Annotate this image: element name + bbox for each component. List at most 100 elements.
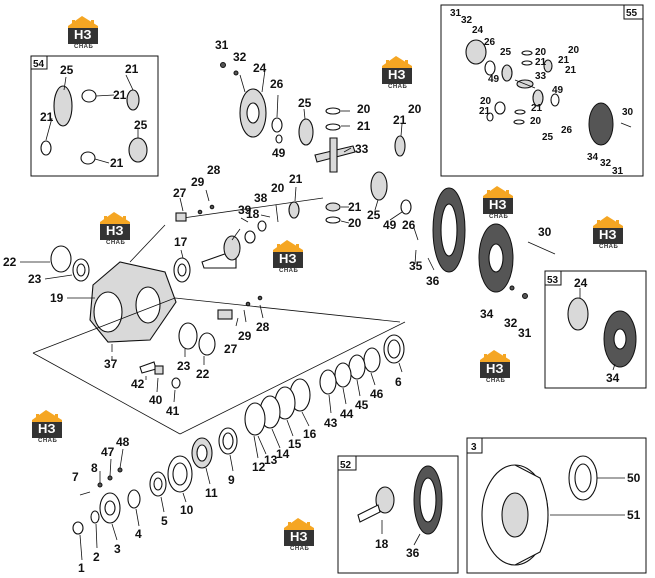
svg-text:32: 32 xyxy=(233,50,247,64)
svg-text:25: 25 xyxy=(367,208,381,222)
svg-text:20: 20 xyxy=(348,216,362,230)
svg-text:22: 22 xyxy=(196,367,210,381)
svg-text:28: 28 xyxy=(207,163,221,177)
svg-text:41: 41 xyxy=(166,404,180,418)
svg-text:28: 28 xyxy=(256,320,270,334)
svg-text:НЗ: НЗ xyxy=(599,227,617,242)
svg-text:50: 50 xyxy=(627,471,641,485)
svg-text:31: 31 xyxy=(612,166,624,177)
svg-text:52: 52 xyxy=(340,460,352,471)
svg-text:25: 25 xyxy=(134,118,148,132)
logo-left-housing: НЗ СНАБ xyxy=(100,212,130,246)
logo-right-lower: НЗ СНАБ xyxy=(480,350,510,384)
housing-pinion-group: 27 29 28 38 39 18 20 17 22 23 19 23 22 2… xyxy=(3,163,285,418)
svg-text:21: 21 xyxy=(565,65,577,76)
svg-text:16: 16 xyxy=(303,427,317,441)
svg-text:1: 1 xyxy=(78,561,85,575)
svg-text:27: 27 xyxy=(173,186,187,200)
svg-text:26: 26 xyxy=(402,218,416,232)
svg-text:42: 42 xyxy=(131,377,145,391)
svg-text:23: 23 xyxy=(177,359,191,373)
logo-top-left: НЗ СНАБ xyxy=(68,16,98,50)
svg-text:21: 21 xyxy=(357,119,371,133)
svg-text:34: 34 xyxy=(480,307,494,321)
svg-text:31: 31 xyxy=(450,8,462,19)
svg-text:49: 49 xyxy=(488,74,500,85)
svg-text:21: 21 xyxy=(479,106,491,117)
svg-text:26: 26 xyxy=(484,37,496,48)
svg-text:НЗ: НЗ xyxy=(38,421,56,436)
svg-text:СНАБ: СНАБ xyxy=(290,546,309,552)
logo-center: НЗ СНАБ xyxy=(273,240,303,274)
svg-text:11: 11 xyxy=(205,486,218,500)
svg-text:25: 25 xyxy=(500,47,512,58)
inset-53: 53 24 34 xyxy=(544,270,647,389)
svg-text:СНАБ: СНАБ xyxy=(599,244,618,250)
svg-text:25: 25 xyxy=(542,132,554,143)
svg-text:18: 18 xyxy=(375,537,389,551)
svg-text:20: 20 xyxy=(530,116,542,127)
svg-text:23: 23 xyxy=(28,272,42,286)
svg-text:СНАБ: СНАБ xyxy=(489,214,508,220)
svg-text:20: 20 xyxy=(480,96,492,107)
svg-text:48: 48 xyxy=(116,435,130,449)
svg-text:29: 29 xyxy=(238,329,252,343)
svg-text:24: 24 xyxy=(253,61,267,75)
svg-text:13: 13 xyxy=(264,453,278,467)
svg-text:5: 5 xyxy=(161,514,168,528)
svg-text:21: 21 xyxy=(113,88,127,102)
svg-text:НЗ: НЗ xyxy=(388,67,406,82)
svg-text:21: 21 xyxy=(393,113,407,127)
svg-text:НЗ: НЗ xyxy=(486,361,504,376)
svg-text:34: 34 xyxy=(606,371,620,385)
svg-text:47: 47 xyxy=(101,445,115,459)
svg-text:СНАБ: СНАБ xyxy=(38,438,57,444)
svg-text:45: 45 xyxy=(355,398,369,412)
svg-text:32: 32 xyxy=(600,158,612,169)
differential-case-group: 31 32 24 26 25 20 21 20 21 49 33 21 21 2… xyxy=(182,38,556,340)
svg-text:СНАБ: СНАБ xyxy=(279,268,298,274)
svg-text:НЗ: НЗ xyxy=(489,197,507,212)
svg-text:51: 51 xyxy=(627,508,641,522)
svg-text:31: 31 xyxy=(518,326,532,340)
svg-text:33: 33 xyxy=(355,142,369,156)
svg-text:20: 20 xyxy=(568,45,580,56)
svg-text:9: 9 xyxy=(228,473,235,487)
svg-text:7: 7 xyxy=(72,470,79,484)
svg-text:2: 2 xyxy=(93,550,100,564)
svg-text:32: 32 xyxy=(461,15,473,26)
svg-text:30: 30 xyxy=(538,225,552,239)
svg-text:21: 21 xyxy=(558,55,570,66)
svg-text:26: 26 xyxy=(561,125,573,136)
inset-3: 3 50 51 xyxy=(466,437,647,574)
svg-text:20: 20 xyxy=(408,102,422,116)
svg-text:НЗ: НЗ xyxy=(74,27,92,42)
svg-text:НЗ: НЗ xyxy=(106,223,124,238)
svg-text:46: 46 xyxy=(370,387,384,401)
svg-text:СНАБ: СНАБ xyxy=(106,240,125,246)
svg-text:53: 53 xyxy=(547,275,559,286)
svg-text:3: 3 xyxy=(471,442,477,453)
svg-text:25: 25 xyxy=(298,96,312,110)
svg-text:26: 26 xyxy=(270,77,284,91)
svg-text:21: 21 xyxy=(125,62,139,76)
svg-text:29: 29 xyxy=(191,175,205,189)
svg-text:21: 21 xyxy=(531,103,543,114)
svg-text:55: 55 xyxy=(626,8,638,19)
svg-text:14: 14 xyxy=(276,447,290,461)
svg-text:40: 40 xyxy=(149,393,163,407)
svg-text:21: 21 xyxy=(110,156,124,170)
svg-text:4: 4 xyxy=(135,527,142,541)
svg-text:20: 20 xyxy=(271,181,285,195)
svg-text:22: 22 xyxy=(3,255,17,269)
svg-text:49: 49 xyxy=(383,218,397,232)
inset-55: 55 31 32 24 26 25 20 21 49 33 20 21 21 2… xyxy=(440,4,644,177)
svg-text:30: 30 xyxy=(622,107,634,118)
svg-text:СНАБ: СНАБ xyxy=(388,84,407,90)
svg-text:25: 25 xyxy=(60,63,74,77)
svg-text:18: 18 xyxy=(246,207,260,221)
inset-54: 54 25 21 21 21 25 21 xyxy=(30,55,159,177)
svg-text:36: 36 xyxy=(406,546,420,560)
svg-text:43: 43 xyxy=(324,416,338,430)
